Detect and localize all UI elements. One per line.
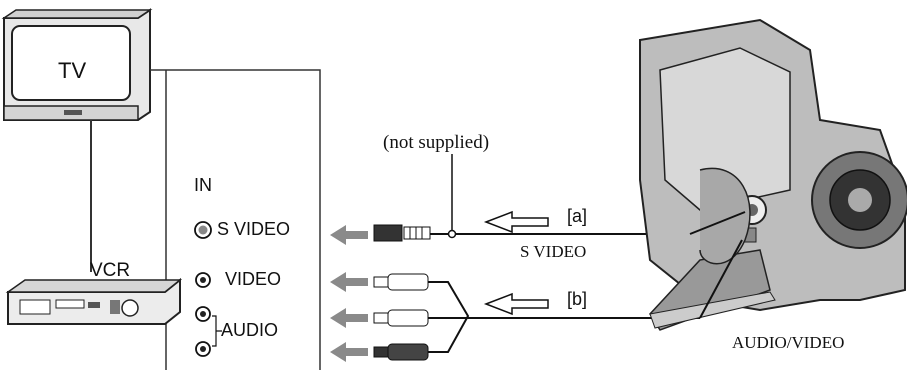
not-supplied-note: (not supplied) bbox=[383, 132, 489, 154]
rca-jack-icon bbox=[196, 342, 210, 356]
input-label: IN bbox=[194, 175, 212, 196]
rca-plug bbox=[374, 274, 428, 290]
cable-b-label: [b] bbox=[567, 289, 587, 310]
av-cable-caption: AUDIO/VIDEO bbox=[732, 333, 844, 353]
arrow-left-icon bbox=[330, 308, 368, 328]
open-arrow-icon bbox=[486, 294, 548, 314]
video-input-label: VIDEO bbox=[225, 269, 281, 290]
audio-input-label: AUDIO bbox=[221, 320, 278, 341]
s-video-cable-caption: S VIDEO bbox=[520, 242, 586, 262]
vcr-label: VCR bbox=[90, 260, 130, 282]
s-video-plug bbox=[374, 225, 430, 241]
s-video-input-label: S VIDEO bbox=[217, 219, 290, 240]
rca-jack-icon bbox=[196, 273, 210, 287]
rca-jack-icon bbox=[196, 307, 210, 321]
arrow-left-icon bbox=[330, 272, 368, 292]
cable-a-label: [a] bbox=[567, 206, 587, 227]
arrow-left-icon bbox=[330, 225, 368, 245]
tv-label: TV bbox=[58, 58, 86, 84]
rca-plug bbox=[374, 344, 428, 360]
arrow-left-icon bbox=[330, 342, 368, 362]
vcr-illustration bbox=[8, 280, 180, 324]
open-arrow-icon bbox=[486, 212, 548, 232]
rca-plug bbox=[374, 310, 428, 326]
s-video-jack-icon bbox=[195, 222, 211, 238]
camcorder-icon bbox=[640, 20, 907, 330]
